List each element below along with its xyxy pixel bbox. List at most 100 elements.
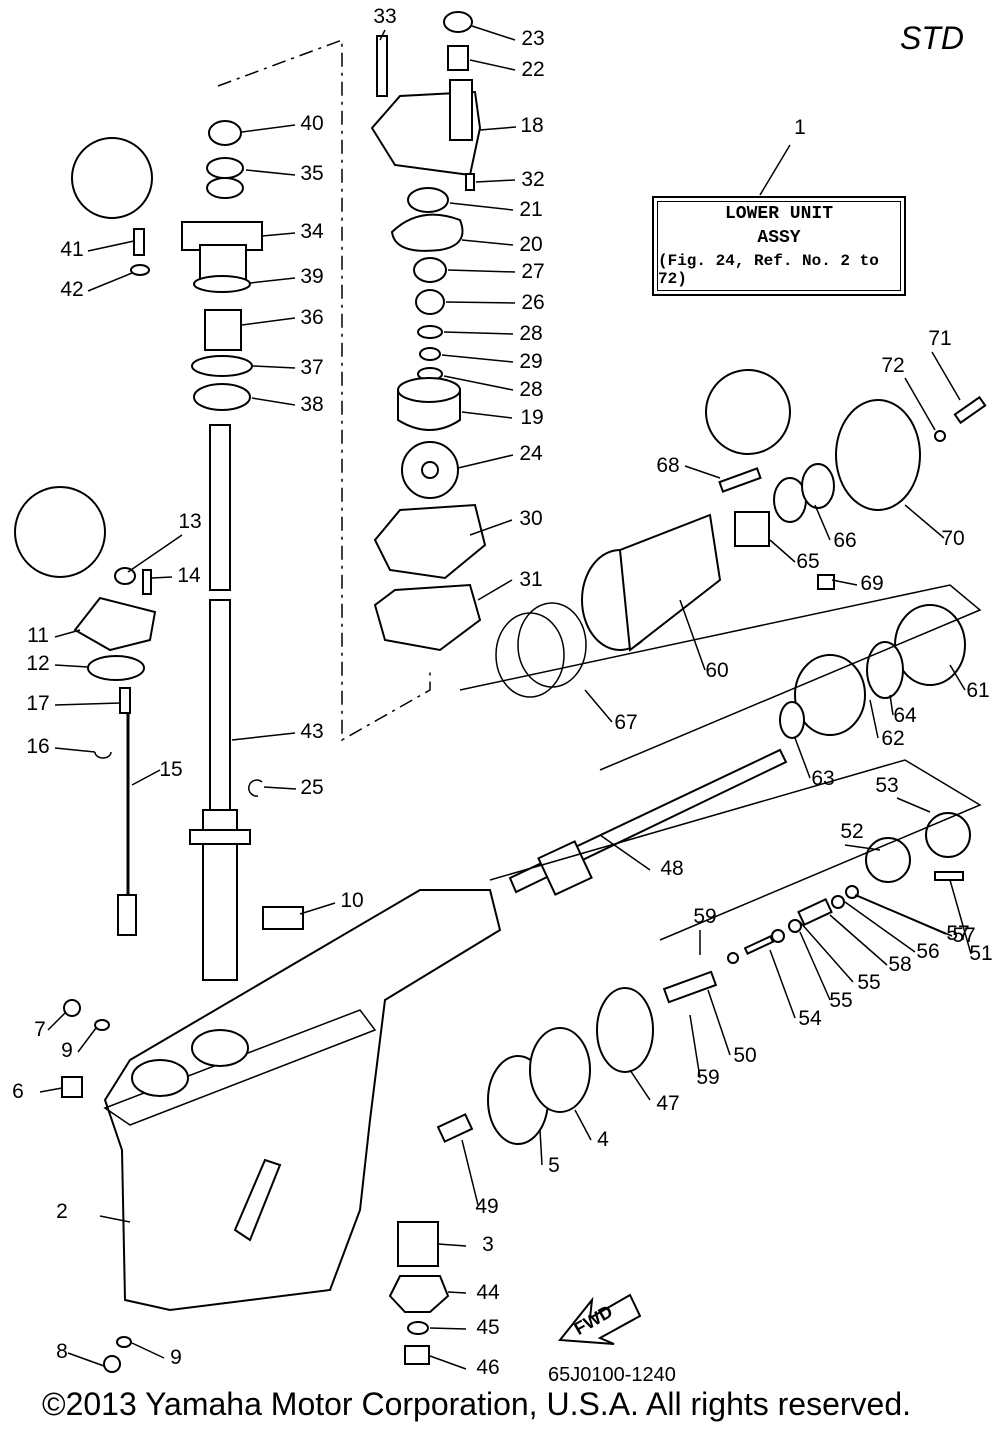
- part-55-ball-b: [771, 929, 785, 943]
- callout-line-2: ASSY: [757, 228, 801, 248]
- part-23-grommet: [443, 11, 473, 33]
- part-6-bushing: [61, 1076, 83, 1098]
- leader-line: [574, 1109, 592, 1141]
- part-9-gasket-upper: [94, 1019, 110, 1031]
- leader-line: [437, 1243, 467, 1247]
- part-67-oring-a: [495, 612, 565, 698]
- part-label-44: 44: [476, 1281, 500, 1304]
- leader-line: [47, 1011, 67, 1031]
- drive-shaft-flange: [189, 829, 251, 845]
- part-37-shim: [191, 355, 253, 377]
- part-35-seal-b: [206, 177, 244, 199]
- leader-line: [844, 901, 916, 953]
- part-label-60: 60: [705, 659, 728, 682]
- part-label-59: 59: [693, 905, 716, 928]
- part-label-55: 55: [857, 971, 880, 994]
- part-label-12: 12: [26, 652, 49, 675]
- part-label-57: 57: [952, 924, 975, 947]
- leader-line: [241, 317, 296, 326]
- part-31-gasket: [373, 583, 482, 652]
- leader-line: [443, 331, 514, 335]
- leader-line: [799, 931, 831, 1001]
- part-49-plunger: [436, 1113, 474, 1143]
- part-11-shift-rod-cover: [73, 596, 157, 652]
- leader-line: [539, 1129, 543, 1166]
- leader-line: [87, 272, 133, 292]
- part-label-7: 7: [34, 1018, 46, 1041]
- part-13-seal: [114, 567, 136, 585]
- part-label-47: 47: [656, 1092, 679, 1115]
- part-label-9: 9: [61, 1039, 73, 1062]
- leader-line: [39, 1087, 63, 1093]
- part-label-4: 4: [597, 1128, 609, 1151]
- part-67-oring-b: [517, 602, 587, 688]
- leader-line: [54, 747, 96, 753]
- leader-line: [949, 879, 972, 955]
- drawing-number: 65J0100-1240: [548, 1364, 676, 1386]
- part-36-bearing: [204, 309, 242, 351]
- part-label-42: 42: [60, 278, 83, 301]
- leader-line: [54, 702, 121, 706]
- callout-line-1: LOWER UNIT: [724, 204, 834, 224]
- part-68-bolt: [718, 467, 762, 493]
- leader-line: [475, 179, 516, 183]
- part-62-reverse-gear: [794, 654, 866, 736]
- part-26-seal: [415, 289, 445, 315]
- lower-case-deck: [103, 1009, 377, 1126]
- case-water-inlet: [131, 1059, 189, 1097]
- part-label-36: 36: [300, 306, 323, 329]
- part-8-drain-screw: [103, 1355, 121, 1373]
- part-label-11: 11: [27, 624, 49, 647]
- part-60-housing-body: [618, 513, 722, 652]
- part-label-28: 28: [519, 378, 542, 401]
- leader-line: [471, 25, 516, 41]
- leader-line: [707, 989, 731, 1056]
- leader-line: [461, 411, 513, 419]
- part-label-65: 65: [796, 550, 819, 573]
- leader-line: [584, 689, 613, 723]
- case-water-intake-grille: [233, 1158, 282, 1242]
- part-label-30: 30: [519, 507, 542, 530]
- part-71-bolt: [953, 395, 987, 425]
- part-53-spring: [925, 812, 971, 858]
- part-label-61: 61: [966, 679, 989, 702]
- leader-line: [896, 797, 931, 813]
- leader-line: [67, 1352, 105, 1367]
- bearing-housing-group-outline: [459, 584, 982, 771]
- part-32-pin: [465, 173, 475, 191]
- part-label-31: 31: [519, 568, 542, 591]
- part-label-63: 63: [811, 767, 834, 790]
- part-label-57: 57: [946, 922, 969, 945]
- part-label-53: 53: [875, 774, 898, 797]
- part-17-spring: [119, 687, 131, 714]
- leader-line: [87, 240, 135, 252]
- part-label-3: 3: [482, 1233, 494, 1256]
- part-40-seal: [208, 120, 242, 146]
- leader-line: [831, 579, 858, 586]
- part-33-bolt: [376, 35, 388, 97]
- leader-line: [131, 769, 161, 786]
- part-64-shim: [866, 641, 904, 699]
- leader-line: [904, 377, 936, 431]
- part-label-48: 48: [660, 857, 683, 880]
- case-driveshaft-bore: [191, 1029, 249, 1067]
- part-label-35: 35: [300, 162, 323, 185]
- leader-line: [477, 579, 513, 601]
- part-label-45: 45: [476, 1316, 499, 1339]
- leader-line: [54, 629, 81, 638]
- leader-line: [429, 1355, 467, 1370]
- leader-line: [769, 539, 796, 563]
- leader-line: [447, 269, 516, 273]
- leader-line: [252, 365, 296, 369]
- leader-line: [769, 949, 796, 1019]
- part-label-9: 9: [170, 1346, 182, 1369]
- leader-line: [127, 534, 183, 573]
- part-label-68: 68: [656, 454, 679, 477]
- leader-line: [829, 914, 888, 966]
- shift-rod-end: [117, 894, 137, 936]
- drive-shaft-upper: [209, 424, 231, 591]
- part-58-spring: [797, 897, 833, 927]
- part-44-pinion-gear: [388, 1275, 450, 1313]
- part-label-37: 37: [300, 356, 323, 379]
